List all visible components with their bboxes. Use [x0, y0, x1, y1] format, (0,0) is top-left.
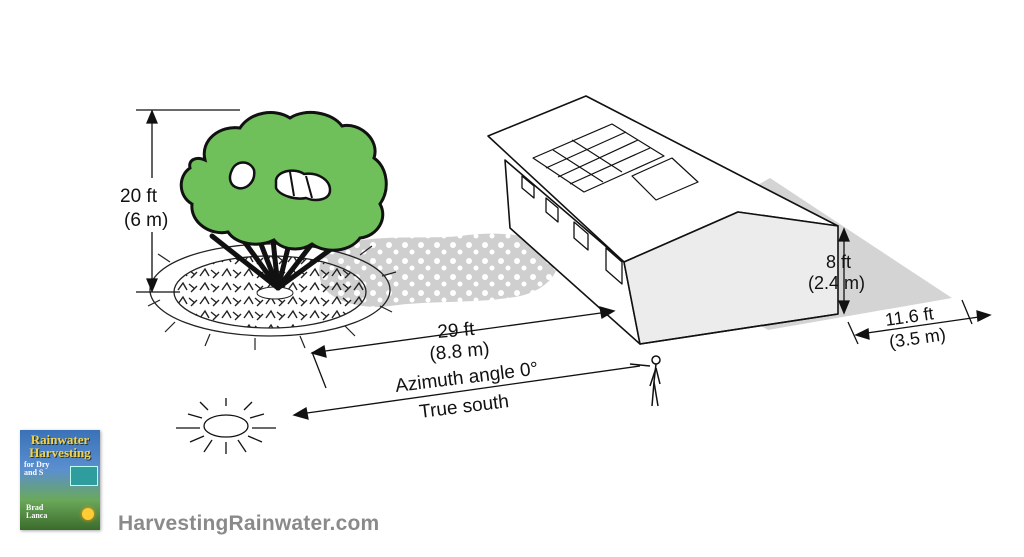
- tree-height-dimension: [136, 109, 240, 293]
- book-subtitle-line-2: and S: [24, 468, 44, 477]
- tree-shadow: [319, 233, 558, 307]
- book-author-line-1: Brad: [26, 503, 44, 512]
- mulch-basin: [147, 243, 397, 350]
- tree: [179, 110, 388, 291]
- shadow-length-dimension: [847, 299, 992, 345]
- solar-panels: [532, 123, 699, 201]
- distance-m: (8.8 m): [429, 339, 491, 365]
- tree-height-m: (6 m): [124, 210, 168, 231]
- house: [487, 95, 839, 345]
- book-info-box: [70, 466, 98, 486]
- book-cover[interactable]: Rainwater Harvesting for Dry and S Brad …: [20, 430, 100, 530]
- wall-height-dimension: [838, 227, 850, 315]
- wall-height-ft: 8 ft: [826, 252, 851, 272]
- azimuth-label: Azimuth angle 0°: [394, 359, 539, 397]
- windows: [521, 175, 623, 285]
- distance-dimension: [310, 306, 616, 389]
- book-sun-icon: [82, 508, 94, 520]
- person-figure: [629, 355, 661, 407]
- house-end-wall: [623, 211, 839, 345]
- book-author-line-2: Lanca: [26, 511, 48, 520]
- book-subtitle-line-1: for Dry: [24, 460, 50, 469]
- book-title: Rainwater Harvesting: [29, 432, 91, 460]
- distance-ft: 29 ft: [437, 319, 476, 343]
- tree-height-ft: 20 ft: [120, 186, 158, 207]
- sun-icon: [176, 398, 276, 454]
- website-link[interactable]: HarvestingRainwater.com: [118, 512, 380, 535]
- wall-height-m: (2.4 m): [808, 273, 865, 293]
- book-author: Brad Lanca: [26, 504, 66, 520]
- azimuth-arrow: [292, 365, 641, 420]
- book-subtitle: for Dry and S: [24, 461, 70, 477]
